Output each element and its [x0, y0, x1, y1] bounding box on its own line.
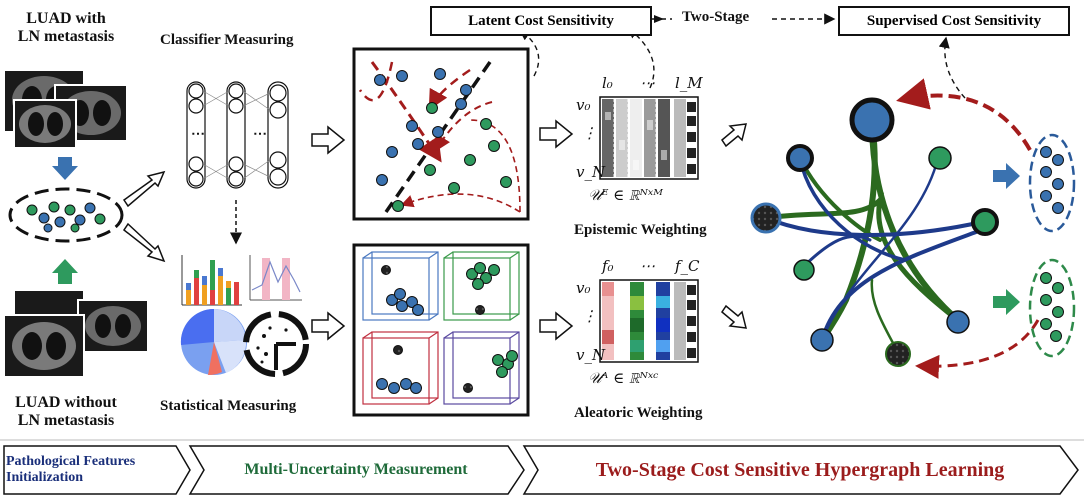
aleatoric-row-first: v₀ — [576, 279, 591, 297]
bar-chart-icon — [181, 255, 242, 306]
epistemic-col-first: l₀ — [602, 74, 613, 92]
arrow-nn-to-scatter — [311, 125, 346, 155]
neural-network-icon: ⋯ ⋯ — [186, 81, 289, 189]
epistemic-formula: 𝒰ᴱ ∈ ℝᴺˣᴹ — [588, 186, 663, 204]
stage-arrow-1 — [3, 445, 191, 495]
epistemic-row-last: v_N — [576, 163, 606, 181]
stage-label-3: Two-Stage Cost Sensitive Hypergraph Lear… — [595, 458, 1005, 481]
line-chart-icon — [249, 255, 302, 301]
aleatoric-col-first: f₀ — [602, 257, 614, 275]
arrow-to-statistical — [122, 222, 166, 263]
arrow-stats-to-cubes — [311, 311, 346, 341]
epistemic-weighting-label: Epistemic Weighting — [574, 222, 707, 238]
gauge-icon — [243, 311, 309, 377]
blue-down-arrow — [52, 157, 78, 180]
stage-arrow-3 — [522, 445, 1079, 495]
ct-scan-stack-with-ln — [3, 69, 128, 149]
latent-cost-sensitivity-box: Latent Cost Sensitivity — [430, 6, 652, 36]
pie-chart-icon — [180, 308, 247, 376]
svg-text:⋯: ⋯ — [253, 127, 267, 142]
hypergraph — [763, 119, 984, 354]
matrix-to-latent-arrow — [626, 27, 655, 89]
cube-panel — [352, 243, 530, 417]
blue-right-arrow — [993, 163, 1020, 189]
arrow-to-classifier — [122, 170, 166, 208]
classifier-measuring-label: Classifier Measuring — [160, 32, 294, 48]
svg-text:⋯: ⋯ — [191, 127, 205, 142]
stage-label-1: Pathological Features Initialization — [6, 454, 136, 485]
green-right-arrow — [993, 289, 1020, 315]
aleatoric-matrix — [599, 279, 699, 363]
arrow-aleatoric-to-hypergraph — [721, 304, 747, 329]
supervision-arrow-bottom — [915, 319, 1040, 379]
aleatoric-row-dots: ⋮ — [582, 307, 597, 325]
arrow-cubes-to-matrix — [539, 311, 574, 341]
mixed-node-cluster — [8, 187, 124, 243]
aleatoric-col-last: f_C — [675, 257, 700, 275]
epistemic-row-first: v₀ — [576, 96, 591, 114]
green-up-arrow — [52, 259, 78, 284]
arrow-epistemic-to-hypergraph — [721, 123, 747, 148]
hypergraph-to-supervised-arrow — [938, 36, 966, 99]
aleatoric-formula: 𝒰ᴬ ∈ ℝᴺˣᶜ — [588, 369, 659, 387]
hypergraph-nodes — [750, 97, 999, 367]
epistemic-col-last: l_M — [675, 74, 703, 92]
ct-scan-stack-without-ln — [3, 289, 149, 378]
supervised-cost-sensitivity-box: Supervised Cost Sensitivity — [838, 6, 1070, 36]
scatter-panel — [352, 47, 530, 221]
stage-label-2: Multi-Uncertainty Measurement — [244, 461, 468, 478]
aleatoric-col-dots: ⋯ — [640, 257, 655, 275]
stage-arrow-2 — [188, 445, 525, 495]
supervision-arrow-top — [896, 78, 1032, 151]
arrow-scatter-to-matrix — [539, 119, 574, 149]
epistemic-row-dots: ⋮ — [582, 124, 597, 142]
two-stage-label: Two-Stage — [682, 9, 750, 25]
green-class-cluster — [1028, 258, 1076, 358]
blue-class-cluster — [1028, 133, 1076, 233]
epistemic-matrix — [599, 96, 699, 180]
aleatoric-row-last: v_N — [576, 346, 606, 364]
statistical-measuring-label: Statistical Measuring — [160, 398, 297, 414]
aleatoric-weighting-label: Aleatoric Weighting — [574, 405, 703, 421]
epistemic-col-dots: ⋯ — [640, 74, 655, 92]
